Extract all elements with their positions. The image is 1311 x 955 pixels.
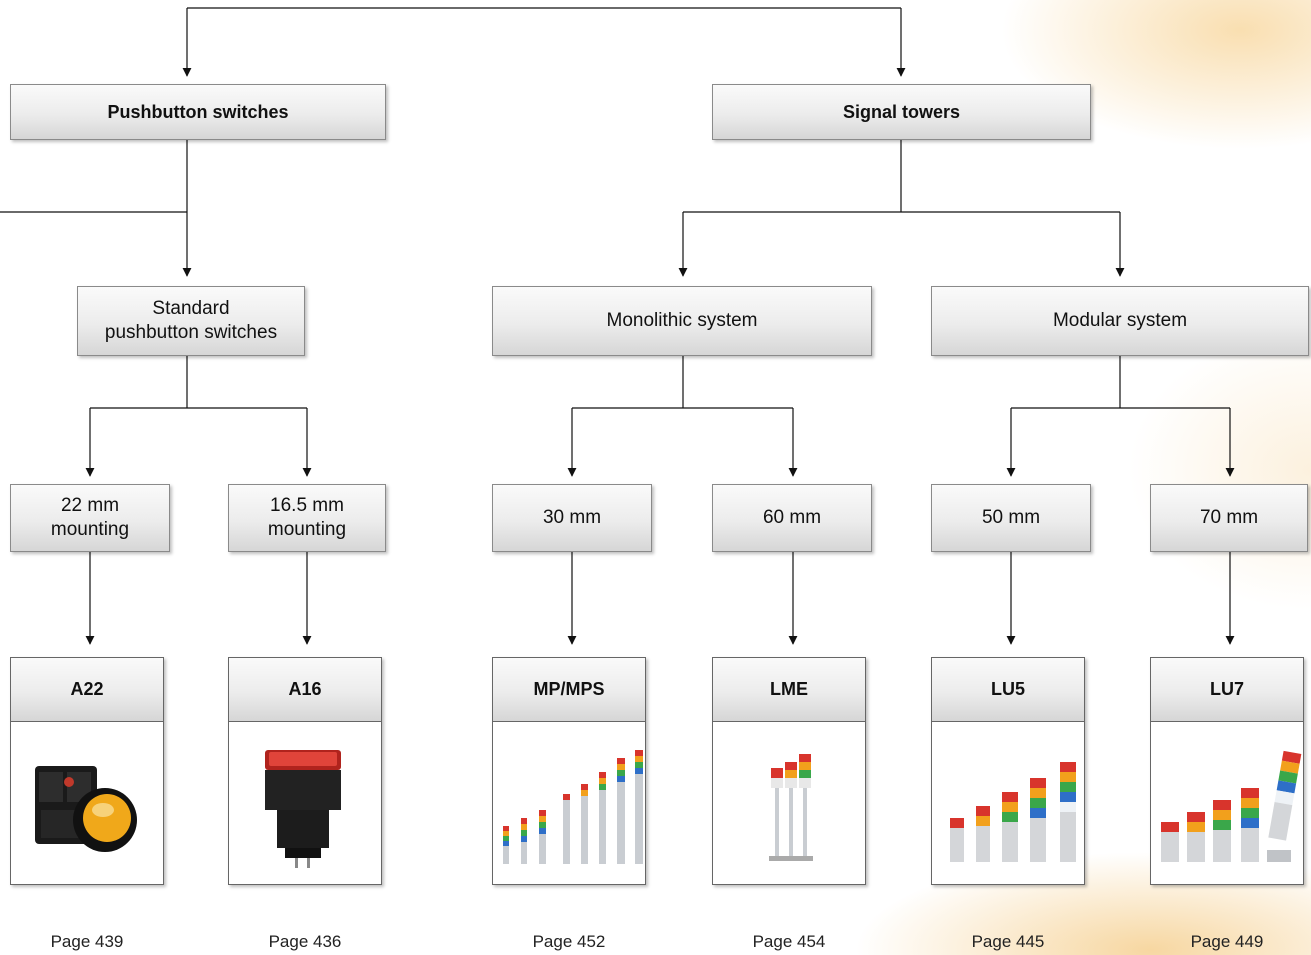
size-60mm: 60 mm bbox=[712, 484, 872, 552]
product-name-a16: A16 bbox=[229, 658, 381, 722]
category-pushbutton-label: Pushbutton switches bbox=[107, 102, 289, 122]
subgroup-standard-pushbutton: Standard pushbutton switches bbox=[77, 286, 305, 356]
pushbutton-a22-image bbox=[11, 722, 163, 884]
signal-tower-lme-image bbox=[713, 722, 865, 884]
product-name-lu5: LU5 bbox=[932, 658, 1084, 722]
size-22mm: 22 mm mounting bbox=[10, 484, 170, 552]
product-card-mp-mps: MP/MPS bbox=[492, 657, 646, 885]
subgroup-standard-label: Standard pushbutton switches bbox=[104, 298, 278, 343]
product-name-a22: A22 bbox=[11, 658, 163, 722]
size-70mm-label: 70 mm bbox=[1199, 507, 1259, 528]
size-16-5mm: 16.5 mm mounting bbox=[228, 484, 386, 552]
category-pushbutton-switches: Pushbutton switches bbox=[10, 84, 386, 140]
page-ref-lme: Page 454 bbox=[752, 932, 826, 951]
product-card-a16: A16 bbox=[228, 657, 382, 885]
size-30mm: 30 mm bbox=[492, 484, 652, 552]
subgroup-monolithic-system: Monolithic system bbox=[492, 286, 872, 356]
size-70mm: 70 mm bbox=[1150, 484, 1308, 552]
page-ref-mp-mps: Page 452 bbox=[532, 932, 606, 951]
product-card-lu5: LU5 bbox=[931, 657, 1085, 885]
product-name-mp-mps: MP/MPS bbox=[493, 658, 645, 722]
subgroup-modular-label: Modular system bbox=[1052, 310, 1188, 331]
size-50mm-label: 50 mm bbox=[981, 507, 1041, 528]
signal-tower-lu7-image bbox=[1151, 722, 1303, 884]
page-ref-lu7: Page 449 bbox=[1190, 932, 1264, 951]
signal-tower-mp-image bbox=[493, 722, 645, 884]
size-50mm: 50 mm bbox=[931, 484, 1091, 552]
size-30mm-label: 30 mm bbox=[542, 507, 602, 528]
subgroup-modular-system: Modular system bbox=[931, 286, 1309, 356]
size-16-5mm-label: 16.5 mm mounting bbox=[267, 495, 347, 540]
signal-tower-lu5-image bbox=[932, 722, 1084, 884]
subgroup-monolithic-label: Monolithic system bbox=[606, 310, 758, 331]
size-60mm-label: 60 mm bbox=[762, 507, 822, 528]
category-signal-towers: Signal towers bbox=[712, 84, 1091, 140]
product-card-a22: A22 bbox=[10, 657, 164, 885]
size-22mm-label: 22 mm mounting bbox=[50, 495, 130, 540]
product-name-lme: LME bbox=[713, 658, 865, 722]
page-ref-lu5: Page 445 bbox=[971, 932, 1045, 951]
product-card-lme: LME bbox=[712, 657, 866, 885]
product-card-lu7: LU7 bbox=[1150, 657, 1304, 885]
page-ref-a22: Page 439 bbox=[50, 932, 124, 951]
pushbutton-a16-image bbox=[229, 722, 381, 884]
product-name-lu7: LU7 bbox=[1151, 658, 1303, 722]
category-signal-label: Signal towers bbox=[842, 102, 961, 122]
page-ref-a16: Page 436 bbox=[268, 932, 342, 951]
